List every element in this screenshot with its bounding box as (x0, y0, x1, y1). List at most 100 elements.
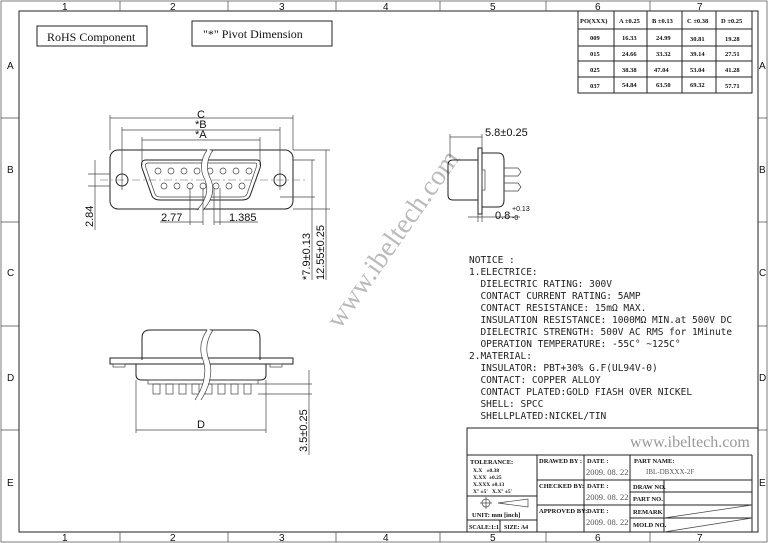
note-line: CONTACT: COPPER ALLOY (469, 375, 601, 386)
tolerance-3: X.XXX ±0.13 (473, 482, 505, 488)
table-cell: 53.04 (690, 67, 705, 74)
note-line: CONTACT RESISTANCE: 15mΩ MAX. (469, 303, 646, 314)
table-header: B ±0.13 (652, 18, 674, 25)
table-cell: 015 (590, 51, 601, 58)
note-line: INSULATOR: PBT+30% G.F(UL94V-0) (469, 363, 658, 374)
col-label: 5 (490, 533, 496, 543)
front-view (88, 115, 330, 280)
col-label: 6 (595, 533, 601, 543)
drawed-by-label: DRAWED BY : (539, 458, 582, 465)
watermark: www.ibeltech.com (320, 144, 466, 334)
size-label: SIZE: A4 (504, 525, 528, 531)
note-line: SHELL: SPCC (469, 399, 543, 410)
table-cell: 30.81 (690, 36, 705, 43)
mold-no-label: MOLD NO. (633, 522, 667, 529)
row-label: D (759, 373, 766, 384)
col-label: 4 (383, 533, 389, 543)
table-cell: 19.28 (725, 36, 740, 43)
pivot-box (191, 20, 333, 47)
dim-pin-length: 3.5±0.25 (298, 409, 310, 452)
col-label: 1 (62, 2, 68, 13)
table-cell: 025 (590, 67, 601, 74)
dim-h1: *7.9±0.13 (301, 233, 313, 280)
tolerance-2: X.XX ±0.25 (473, 475, 502, 481)
table-cell: 69.32 (690, 82, 705, 89)
cone-projection-icon (497, 498, 529, 508)
table-header: A ±0.25 (619, 18, 641, 25)
tolerance-4: X° ±5' X.X° ±5' (473, 488, 513, 495)
note-line: SHELLPLATED:NICKEL/TIN (469, 411, 607, 422)
note-line: 1.ELECTRICE: (469, 267, 538, 278)
row-label: D (7, 373, 14, 384)
rohs-label: RoHS Component (47, 30, 136, 44)
note-line: DIELECTRIC STRENGTH: 500V AC RMS for 1Mi… (469, 327, 732, 338)
dim-b: *B (195, 119, 207, 131)
col-label: 5 (490, 2, 496, 13)
dim-side-tol-plus: +0.13 (512, 206, 530, 213)
dim-side-thickness: 0.8 (495, 210, 510, 222)
remark-label: REMARK (633, 509, 663, 516)
row-label: A (7, 61, 14, 72)
table-header: C ±0.38 (687, 18, 709, 25)
table-header: PO(XXX) (580, 18, 607, 25)
row-label: C (7, 268, 14, 279)
note-line: NOTICE : (469, 255, 515, 266)
table-cell: 47.04 (654, 67, 669, 74)
col-label: 1 (62, 533, 68, 543)
row-label: E (7, 478, 14, 489)
table-header: D ±0.25 (721, 18, 743, 25)
col-label: 2 (170, 2, 176, 13)
table-cell: 63.50 (656, 82, 671, 89)
note-line: 2.MATERIAL: (469, 351, 532, 362)
tolerance-1: X.X ±0.38 (473, 468, 499, 474)
draw-no-label: DRAW NO. (633, 484, 666, 491)
row-label: B (759, 165, 766, 176)
row-label: C (759, 268, 766, 279)
table-cell: 57.71 (725, 83, 740, 90)
table-cell: 16.33 (622, 35, 637, 42)
rohs-box (36, 25, 148, 47)
row-label: A (759, 61, 766, 72)
date-approved: 2009. 08. 22 (586, 517, 629, 527)
pivot-label: "*" Pivot Dimension (203, 27, 303, 41)
col-label: 7 (697, 2, 703, 13)
tolerance-label: TOLERANCE: (470, 459, 513, 466)
table-cell: 27.51 (725, 51, 740, 58)
note-line: OPERATION TEMPERATURE: -55C° ~125C° (469, 339, 681, 350)
table-cell: 41.28 (725, 67, 740, 74)
row-label: B (7, 165, 14, 176)
col-label: 3 (279, 2, 285, 13)
dim-d: D (197, 419, 205, 431)
col-label: 7 (697, 533, 703, 543)
col-label: 6 (595, 2, 601, 13)
title-block (466, 427, 759, 533)
date-drawed: 2009. 08. 22 (586, 467, 629, 477)
dim-left-h: 2.84 (84, 206, 96, 227)
table-cell: 24.99 (656, 35, 671, 42)
col-label: 4 (383, 2, 389, 13)
table-cell: 54.84 (622, 82, 637, 89)
inner-border (18, 10, 759, 533)
table-cell: 24.66 (622, 51, 637, 58)
table-cell: 33.32 (656, 51, 671, 58)
dim-side-width: 5.8±0.25 (485, 127, 528, 139)
dim-a: *A (195, 129, 207, 141)
dim-side-tol-minus: -0 (512, 215, 518, 222)
part-no-label: PART NO. (633, 496, 663, 503)
date-label: DATE : (587, 483, 608, 490)
date-label: DATE : (587, 508, 608, 515)
table-cell: 38.38 (622, 67, 637, 74)
date-checked: 2009. 08. 22 (586, 492, 629, 502)
checked-by-label: CHECKED BY: (539, 483, 584, 490)
part-name-label: PART NAME: (634, 458, 675, 465)
unit-label: UNIT: mm [inch] (472, 512, 520, 519)
note-line: CONTACT PLATED:GOLD FIASH OVER NICKEL (469, 387, 692, 398)
table-cell: 037 (590, 83, 601, 90)
notes: NOTICE : 1.ELECTRICE: DIELECTRIC RATING:… (469, 255, 732, 422)
part-name-value: IBL-DBXXX-2F (646, 468, 694, 476)
table-cell: 39.14 (690, 51, 705, 58)
